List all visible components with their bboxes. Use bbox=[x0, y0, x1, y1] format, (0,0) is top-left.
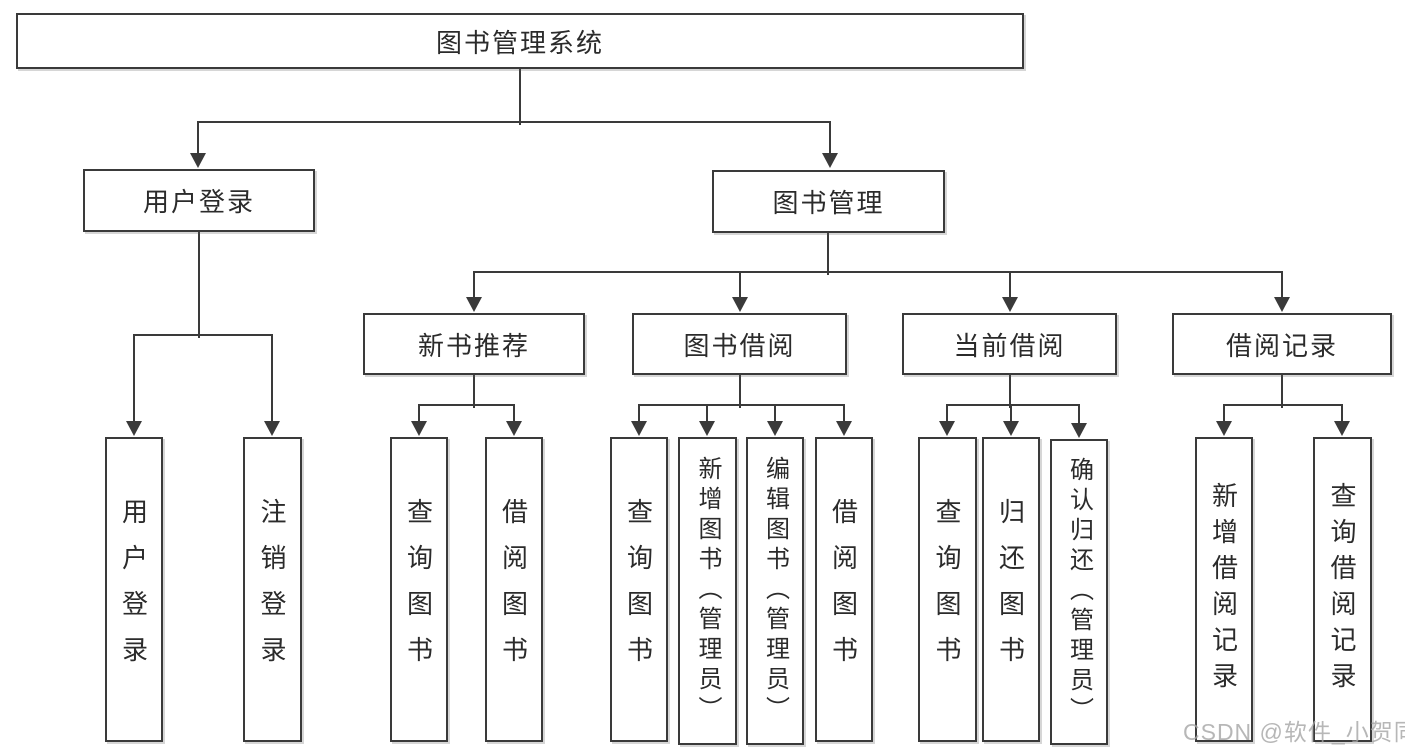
arrowhead-down-icon bbox=[1274, 297, 1290, 312]
arrowhead-down-icon bbox=[822, 153, 838, 168]
node-label: 借阅图书 bbox=[498, 497, 529, 682]
connector-line bbox=[197, 232, 201, 338]
node-leaf-bb-borrow: 借阅图书 bbox=[815, 437, 873, 742]
arrowhead-down-icon bbox=[836, 421, 852, 436]
connector-line bbox=[196, 120, 832, 124]
connector-line bbox=[945, 405, 949, 423]
connector-line bbox=[472, 270, 1284, 274]
node-label: 借阅记录 bbox=[1225, 330, 1338, 361]
arrowhead-down-icon bbox=[631, 421, 647, 436]
connector-line bbox=[738, 272, 742, 299]
node-leaf-nbr-query: 查询图书 bbox=[390, 437, 448, 742]
arrowhead-down-icon bbox=[466, 297, 482, 312]
connector-line bbox=[1008, 272, 1012, 299]
connector-line bbox=[518, 69, 522, 125]
node-label: 新增借阅记录 bbox=[1208, 481, 1239, 698]
connector-line bbox=[1008, 375, 1012, 408]
connector-line bbox=[132, 335, 136, 423]
node-label: 查询图书 bbox=[932, 497, 962, 682]
node-label: 新增图书（管理员） bbox=[694, 456, 721, 726]
connector-line bbox=[270, 335, 274, 423]
node-label: 查询图书 bbox=[403, 497, 434, 682]
connector-line bbox=[472, 375, 476, 408]
arrowhead-down-icon bbox=[732, 297, 748, 312]
connector-line bbox=[637, 405, 641, 423]
connector-line bbox=[1009, 405, 1013, 423]
node-root: 图书管理系统 bbox=[16, 13, 1024, 69]
arrowhead-down-icon bbox=[1002, 297, 1018, 312]
connector-line bbox=[1077, 405, 1081, 425]
node-leaf-bb-add: 新增图书（管理员） bbox=[678, 437, 737, 745]
connector-line bbox=[945, 403, 1081, 407]
node-book-mgmt: 图书管理 bbox=[712, 170, 945, 233]
connector-line bbox=[1222, 403, 1344, 407]
arrowhead-down-icon bbox=[767, 421, 783, 436]
node-leaf-user-login: 用户登录 bbox=[105, 437, 163, 742]
arrowhead-down-icon bbox=[506, 421, 522, 436]
node-leaf-br-add: 新增借阅记录 bbox=[1195, 437, 1253, 742]
node-leaf-cb-confirm: 确认归还（管理员） bbox=[1050, 439, 1108, 745]
arrowhead-down-icon bbox=[699, 421, 715, 436]
node-leaf-cb-query: 查询图书 bbox=[918, 437, 977, 742]
arrowhead-down-icon bbox=[411, 421, 427, 436]
node-current-borrow: 当前借阅 bbox=[902, 313, 1117, 375]
arrowhead-down-icon bbox=[1071, 423, 1087, 438]
watermark: CSDN @软件_小贺同学 bbox=[1183, 719, 1405, 745]
connector-line bbox=[826, 233, 830, 275]
node-leaf-nbr-borrow: 借阅图书 bbox=[485, 437, 543, 742]
node-label: 用户登录 bbox=[118, 497, 149, 682]
node-leaf-br-query: 查询借阅记录 bbox=[1313, 437, 1372, 742]
connector-line bbox=[773, 405, 777, 423]
connector-line bbox=[705, 405, 709, 423]
node-user-login: 用户登录 bbox=[83, 169, 315, 232]
node-label: 借阅图书 bbox=[828, 497, 859, 682]
node-label: 图书借阅 bbox=[683, 330, 796, 361]
connector-line bbox=[417, 405, 421, 423]
connector-line bbox=[1280, 272, 1284, 299]
node-leaf-logout: 注销登录 bbox=[243, 437, 302, 742]
node-label: 新书推荐 bbox=[417, 330, 530, 361]
node-leaf-cb-return: 归还图书 bbox=[982, 437, 1040, 742]
connector-line bbox=[1222, 405, 1226, 423]
arrowhead-down-icon bbox=[126, 421, 142, 436]
node-leaf-bb-query: 查询图书 bbox=[610, 437, 668, 742]
node-new-book-rec: 新书推荐 bbox=[363, 313, 585, 375]
connector-line bbox=[196, 122, 200, 155]
connector-line bbox=[512, 405, 516, 423]
arrowhead-down-icon bbox=[264, 421, 280, 436]
connector-line bbox=[828, 122, 832, 155]
connector-line bbox=[132, 333, 274, 337]
node-label: 查询图书 bbox=[623, 497, 654, 682]
node-label: 当前借阅 bbox=[953, 330, 1066, 361]
node-label: 用户登录 bbox=[142, 187, 255, 217]
node-label: 图书管理 bbox=[772, 188, 885, 218]
connector-line bbox=[417, 403, 516, 407]
arrowhead-down-icon bbox=[1003, 421, 1019, 436]
node-label: 归还图书 bbox=[995, 497, 1026, 682]
arrowhead-down-icon bbox=[190, 153, 206, 168]
connector-line bbox=[842, 405, 846, 423]
arrowhead-down-icon bbox=[1216, 421, 1232, 436]
arrowhead-down-icon bbox=[1334, 421, 1350, 436]
node-label: 图书管理系统 bbox=[435, 27, 604, 58]
node-label: 编辑图书（管理员） bbox=[761, 456, 789, 726]
connector-line bbox=[1340, 405, 1344, 423]
connector-line bbox=[738, 375, 742, 408]
connector-line bbox=[472, 272, 476, 299]
connector-line bbox=[637, 403, 846, 407]
node-leaf-bb-edit: 编辑图书（管理员） bbox=[746, 437, 804, 745]
node-label: 查询借阅记录 bbox=[1327, 481, 1357, 698]
node-label: 确认归还（管理员） bbox=[1065, 457, 1093, 727]
node-borrow-records: 借阅记录 bbox=[1172, 313, 1392, 375]
node-label: 注销登录 bbox=[257, 497, 287, 682]
arrowhead-down-icon bbox=[939, 421, 955, 436]
connector-line bbox=[1280, 375, 1284, 408]
node-book-borrow: 图书借阅 bbox=[632, 313, 847, 375]
